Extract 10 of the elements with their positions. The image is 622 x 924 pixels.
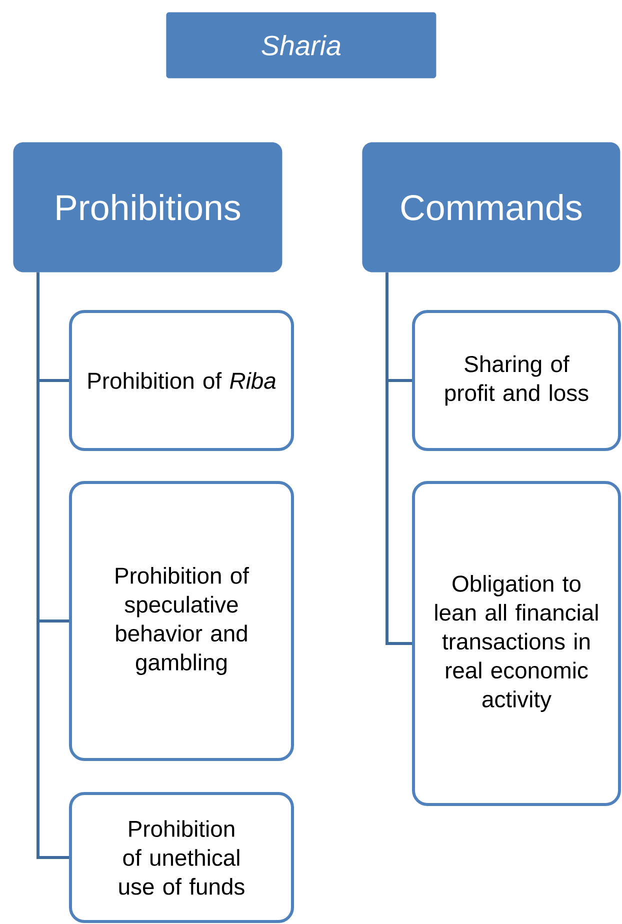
category-box: Commands <box>362 142 620 272</box>
category-box: Prohibitions <box>13 142 282 272</box>
item-box: Prohibition of Riba <box>69 310 294 451</box>
connector-line <box>36 272 69 859</box>
title-box: Sharia <box>166 12 436 78</box>
connector-line <box>386 272 412 645</box>
item-box: Obligation to lean all financial transactions in real economic activity <box>412 481 621 806</box>
item-box: Prohibition of unethical use of funds <box>69 792 294 923</box>
item-box: Prohibition of speculative behavior and gambling <box>69 481 294 761</box>
item-box: Sharing of profit and loss <box>412 310 621 451</box>
